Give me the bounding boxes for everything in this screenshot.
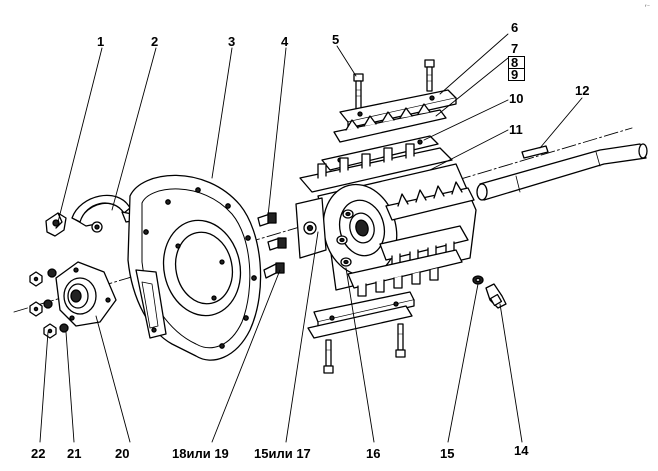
plate-bolts xyxy=(257,212,287,279)
callout-12: 12 xyxy=(575,83,590,98)
callout-21: 21 xyxy=(67,446,82,461)
callout-11: 11 xyxy=(509,122,523,137)
part-14-bolt xyxy=(485,283,507,309)
callout-22: 22 xyxy=(31,446,46,461)
part-1-clamp xyxy=(45,212,67,237)
callout-14: 14 xyxy=(514,443,529,458)
callout-16: 16 xyxy=(366,446,381,461)
callout-9: 9 xyxy=(511,67,519,82)
part-3-housing-plate xyxy=(127,174,262,361)
callout-15: 15 xyxy=(440,446,455,461)
leader-lines xyxy=(39,33,583,443)
part-7-knife-bar xyxy=(333,103,447,143)
shaft xyxy=(476,143,648,201)
part-15-washer xyxy=(472,275,484,285)
callout-4: 4 xyxy=(281,34,289,49)
part-2-arched-clamp xyxy=(71,194,137,233)
callout-7: 7 xyxy=(511,41,519,56)
parts-21-22-nuts-washers xyxy=(29,268,69,339)
part-6-upper-bar xyxy=(339,89,457,129)
callout-6: 6 xyxy=(511,20,519,35)
callout-8: 8 xyxy=(511,55,519,70)
callout-10: 10 xyxy=(509,91,524,106)
callout-1: 1 xyxy=(97,34,105,49)
corner-mark: ᶠ⁻ xyxy=(645,4,650,11)
callout-3: 3 xyxy=(228,34,236,49)
callout-15-or-17: 15или 17 xyxy=(254,446,311,461)
callout-5: 5 xyxy=(332,32,340,47)
callout-8-9-box xyxy=(508,56,525,81)
part-20-bearing-flange xyxy=(55,261,117,327)
part-12-key xyxy=(521,145,549,159)
bottom-bolts xyxy=(323,323,406,374)
callout-20: 20 xyxy=(115,446,130,461)
rotor-drum xyxy=(295,143,477,297)
callout-18-or-19: 18или 19 xyxy=(172,446,229,461)
lower-bars xyxy=(307,291,415,339)
callout-2: 2 xyxy=(151,34,159,49)
